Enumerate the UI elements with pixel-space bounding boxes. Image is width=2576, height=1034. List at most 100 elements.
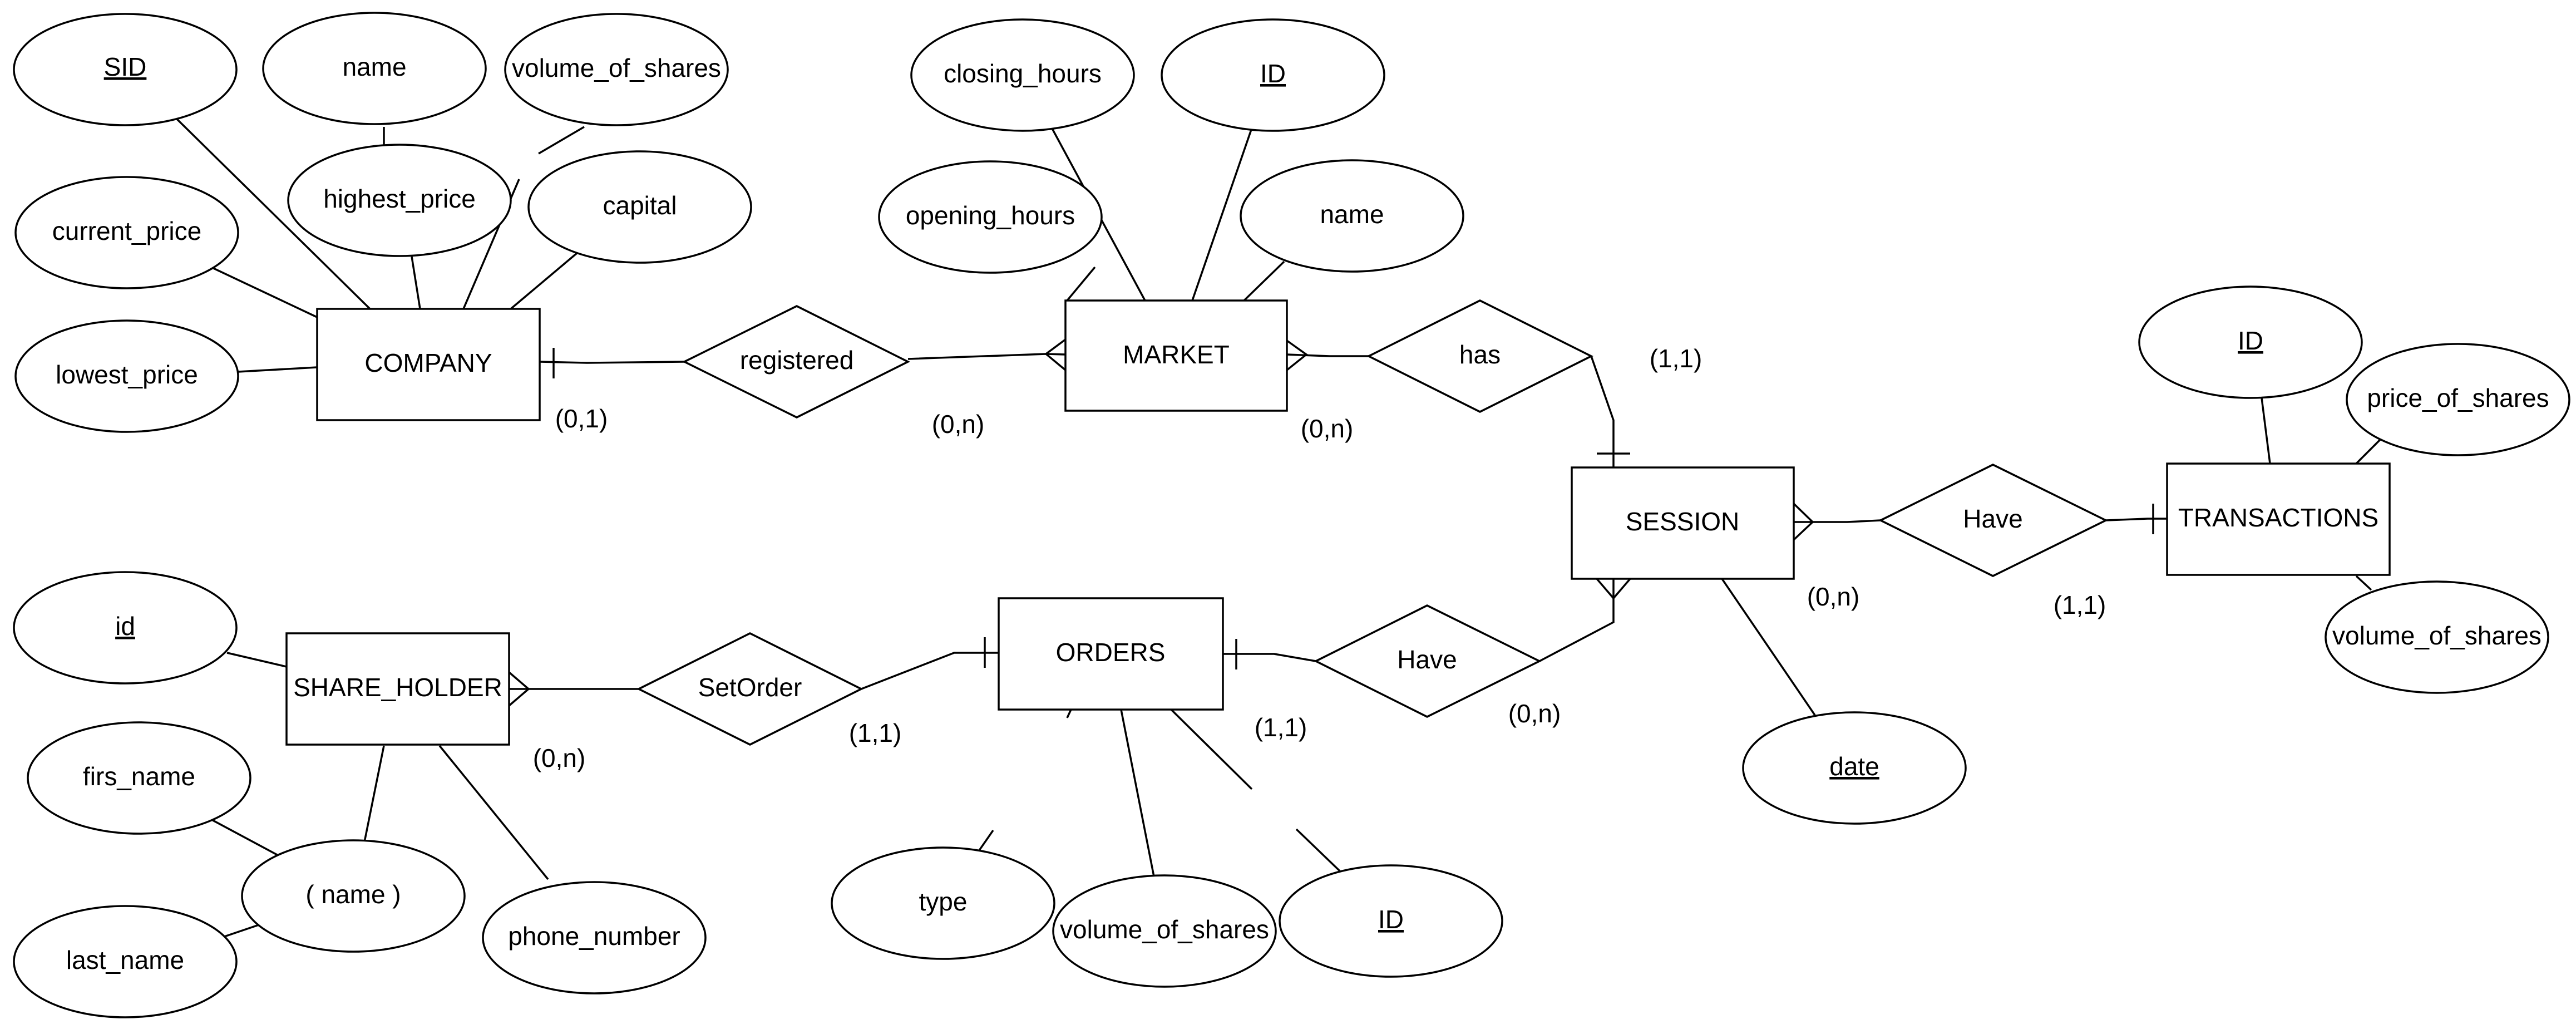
svg-text:SESSION: SESSION: [1626, 507, 1740, 536]
attribute-orders-id: ID: [1279, 864, 1503, 978]
svg-text:closing_hours: closing_hours: [944, 59, 1102, 88]
line-has-session: [1590, 356, 1615, 467]
svg-text:ID: ID: [1378, 905, 1404, 934]
line-company-capital-2: [510, 252, 579, 310]
cardinality-shareholder-setorder: (0,n): [533, 744, 586, 772]
attribute-company-name: name: [262, 12, 487, 125]
svg-text:volume_of_shares: volume_of_shares: [512, 53, 721, 82]
line-transactions-price: [2355, 435, 2385, 465]
attribute-orders-type: type: [831, 846, 1055, 960]
svg-text:SID: SID: [104, 52, 147, 81]
marker-shareholder-crowsfoot: [508, 671, 530, 707]
cardinality-market-has: (0,n): [1301, 414, 1354, 443]
line-name-firsname: [208, 817, 279, 856]
entity-share-holder: SHARE_HOLDER: [285, 632, 510, 746]
relationship-setorder: SetOrder: [636, 632, 863, 746]
svg-text:SHARE_HOLDER: SHARE_HOLDER: [293, 673, 502, 702]
line-company-registered: [539, 361, 685, 364]
marker-market-crowsfoot-right: [1286, 339, 1308, 371]
relationship-diamonds: registered has Have SetOrder Have: [636, 299, 2108, 746]
line-shareholder-phone: [438, 745, 549, 880]
line-name-lastname: [224, 924, 259, 938]
line-company-lowest-price: [238, 366, 318, 373]
cardinality-transactions-have: (1,1): [2054, 590, 2106, 619]
cardinality-orders-setorder: (1,1): [849, 718, 902, 747]
relationship-have-orders: Have: [1314, 604, 1542, 718]
cardinality-markers: [508, 338, 2154, 707]
svg-text:name: name: [1320, 200, 1384, 229]
svg-text:lowest_price: lowest_price: [56, 360, 198, 389]
line-have-orders: [1223, 653, 1316, 662]
svg-text:volume_of_shares: volume_of_shares: [1060, 915, 1269, 944]
attribute-transactions-id: ID: [2138, 285, 2363, 399]
line-session-date: [1721, 578, 1816, 716]
svg-text:SetOrder: SetOrder: [698, 673, 802, 702]
attribute-market-name: name: [1240, 159, 1464, 273]
attribute-company-volume-of-shares: volume_of_shares: [504, 13, 729, 126]
line-setorder-orders: [861, 652, 999, 690]
line-company-current-price: [208, 265, 318, 318]
attribute-market-closing-hours: closing_hours: [910, 18, 1135, 132]
cardinality-session-have-orders: (0,n): [1508, 699, 1561, 728]
relationship-have-transactions: Have: [1878, 464, 2108, 577]
line-orders-type-top: [1066, 709, 1072, 718]
svg-text:opening_hours: opening_hours: [906, 201, 1075, 230]
attribute-transactions-volume-of-shares: volume_of_shares: [2325, 580, 2549, 694]
svg-text:has: has: [1459, 340, 1501, 369]
svg-text:TRANSACTIONS: TRANSACTIONS: [2178, 503, 2378, 532]
entity-session: SESSION: [1571, 466, 1795, 580]
svg-text:name: name: [342, 52, 406, 81]
entity-transactions: TRANSACTIONS: [2166, 462, 2391, 576]
attribute-shareholder-id: id: [13, 571, 238, 685]
svg-text:id: id: [115, 612, 135, 641]
line-company-volume: [538, 126, 585, 155]
attribute-company-sid: SID: [13, 13, 238, 126]
line-orders-type: [978, 830, 994, 851]
attribute-company-capital: capital: [527, 150, 752, 264]
line-market-name: [1243, 260, 1285, 302]
cardinality-market-registered: (0,n): [932, 410, 985, 439]
cardinality-session-have-transactions: (0,n): [1807, 582, 1860, 611]
attribute-company-lowest-price: lowest_price: [14, 319, 239, 433]
svg-text:Have: Have: [1397, 645, 1457, 674]
marker-session-crowsfoot-bottom: [1596, 578, 1631, 600]
cardinality-company-registered: (0,1): [555, 404, 608, 433]
svg-text:last_name: last_name: [66, 946, 184, 974]
svg-text:COMPANY: COMPANY: [364, 348, 492, 377]
attribute-shareholder-phone-number: phone_number: [482, 881, 707, 994]
svg-text:volume_of_shares: volume_of_shares: [2332, 621, 2542, 650]
attribute-ellipses: SID name volume_of_shares highest_price …: [13, 12, 2570, 1018]
attribute-transactions-price-of-shares: price_of_shares: [2346, 343, 2570, 456]
svg-text:capital: capital: [603, 191, 677, 220]
attribute-company-highest-price: highest_price: [287, 144, 512, 257]
line-registered-market: [907, 353, 1066, 360]
svg-text:price_of_shares: price_of_shares: [2367, 383, 2549, 412]
cardinality-session-has: (1,1): [1650, 344, 1702, 373]
marker-market-crowsfoot-left: [1044, 338, 1067, 371]
line-market-has: [1286, 353, 1369, 357]
attribute-company-current-price: current_price: [14, 176, 239, 289]
svg-text:ORDERS: ORDERS: [1056, 638, 1166, 667]
line-shareholder-name: [363, 745, 385, 843]
svg-text:MARKET: MARKET: [1123, 340, 1230, 369]
attribute-shareholder-firs-name: firs_name: [27, 721, 251, 835]
marker-session-crowsfoot-right: [1793, 503, 1814, 541]
line-transactions-id: [2261, 397, 2271, 464]
svg-text:date: date: [1829, 752, 1879, 781]
entity-rectangles: COMPANY MARKET SESSION TRANSACTIONS SHAR…: [285, 299, 2391, 746]
cardinality-labels: (0,1) (0,n) (0,n) (1,1) (0,n) (1,1) (0,n…: [533, 344, 2106, 772]
attribute-session-date: date: [1742, 711, 1967, 825]
line-transactions-volume: [2355, 575, 2372, 591]
attribute-orders-volume-of-shares: volume_of_shares: [1052, 874, 1277, 988]
attribute-market-opening-hours: opening_hours: [878, 160, 1103, 274]
svg-text:ID: ID: [2238, 326, 2263, 355]
line-market-id: [1191, 127, 1253, 301]
entity-company: COMPANY: [316, 308, 541, 421]
line-market-opening-hours: [1066, 266, 1096, 302]
svg-text:firs_name: firs_name: [83, 762, 195, 791]
attribute-shareholder-name: ( name ): [241, 839, 466, 953]
svg-text:phone_number: phone_number: [508, 922, 680, 951]
line-have-transactions: [2105, 518, 2167, 521]
line-company-sid: [176, 118, 371, 310]
